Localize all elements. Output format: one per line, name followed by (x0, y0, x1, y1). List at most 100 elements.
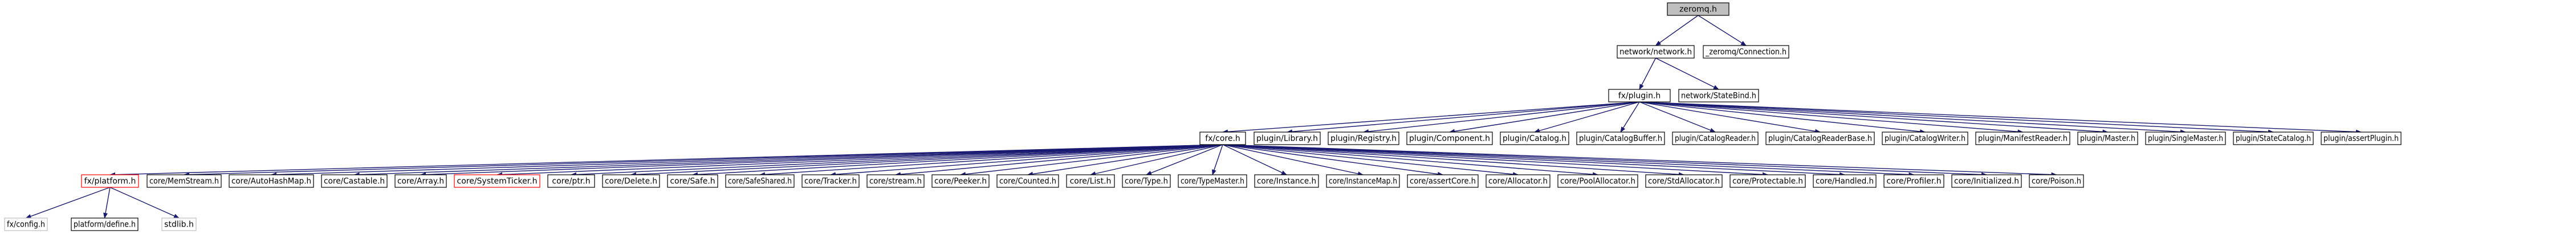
edge-plugin-to-pregistry (1363, 101, 1640, 134)
node-box (801, 174, 860, 188)
edge-core-to-protectable (1222, 144, 1768, 177)
node-stdlib[interactable]: stdlib.h (161, 217, 197, 231)
edge-core-to-autohash (271, 144, 1223, 177)
node-box (1254, 132, 1321, 145)
node-label: plugin/StateCatalog.h (2236, 134, 2311, 143)
node-box (1199, 132, 1246, 145)
node-peeker[interactable]: core/Peeker.h (931, 174, 990, 188)
node-label: plugin/SingleMaster.h (2148, 134, 2223, 143)
node-connection[interactable]: _zeromq/Connection.h (1703, 45, 1789, 59)
node-box (1407, 174, 1479, 188)
node-box (866, 174, 925, 188)
node-stream[interactable]: core/stream.h (866, 174, 925, 188)
edge-core-to-instancemap (1222, 144, 1364, 176)
node-pcatwriter[interactable]: plugin/CatalogWriter.h (1882, 132, 1968, 145)
edge-plugin-to-pstatecatalog (1639, 101, 2274, 134)
node-autohash[interactable]: core/AutoHashMap.h (229, 174, 314, 188)
node-label: plugin/ManifestReader.h (1978, 134, 2068, 143)
node-protectable[interactable]: core/Protectable.h (1729, 174, 1806, 188)
node-pmanifest[interactable]: plugin/ManifestReader.h (1975, 132, 2070, 145)
node-pcatalog[interactable]: plugin/Catalog.h (1500, 132, 1569, 145)
node-typemaster[interactable]: core/TypeMaster.h (1178, 174, 1247, 188)
node-delete[interactable]: core/Delete.h (602, 174, 660, 188)
node-box (1678, 89, 1759, 102)
node-psinglemaster[interactable]: plugin/SingleMaster.h (2145, 132, 2226, 145)
node-box (1576, 132, 1665, 145)
node-pcatreaderbase[interactable]: plugin/CatalogReaderBase.h (1765, 132, 1875, 145)
node-type[interactable]: core/Type.h (1122, 174, 1171, 188)
node-label: plugin/CatalogBuffer.h (1579, 134, 1662, 143)
node-statebind[interactable]: network/StateBind.h (1678, 89, 1759, 102)
edge-core-to-stdalloc (1222, 144, 1684, 177)
node-systicker[interactable]: core/SystemTicker.h (454, 174, 540, 188)
edge-core-to-list (1090, 144, 1223, 176)
edge-core-to-profiler (1222, 144, 1915, 177)
node-pmaster[interactable]: plugin/Master.h (2077, 132, 2138, 145)
node-label: core/Instance.h (1257, 177, 1316, 186)
node-stdalloc[interactable]: core/StdAllocator.h (1645, 174, 1723, 188)
node-array[interactable]: core/Array.h (394, 174, 447, 188)
node-handled[interactable]: core/Handled.h (1813, 174, 1877, 188)
node-list[interactable]: core/List.h (1066, 174, 1115, 188)
node-label: core/assertCore.h (1410, 177, 1476, 186)
node-label: plugin/CatalogReaderBase.h (1768, 134, 1872, 143)
node-safe[interactable]: core/Safe.h (667, 174, 718, 188)
node-core[interactable]: fx/core.h (1199, 132, 1246, 145)
node-allocator[interactable]: core/Allocator.h (1486, 174, 1551, 188)
node-plugin[interactable]: fx/plugin.h (1608, 89, 1671, 102)
node-poolalloc[interactable]: core/PoolAllocator.h (1557, 174, 1638, 188)
node-pregistry[interactable]: plugin/Registry.h (1328, 132, 1399, 145)
node-platdefine[interactable]: platform/define.h (71, 217, 139, 231)
node-castable[interactable]: core/Castable.h (321, 174, 388, 188)
edge-core-to-handled (1222, 144, 1845, 177)
edge-zeromq-to-network (1655, 15, 1699, 46)
node-platform[interactable]: fx/platform.h (81, 174, 139, 188)
edge-network-to-statebind (1655, 58, 1719, 90)
node-label: _zeromq/Connection.h (1705, 48, 1786, 57)
node-instance[interactable]: core/Instance.h (1254, 174, 1319, 188)
node-pcatreader[interactable]: plugin/CatalogReader.h (1672, 132, 1759, 145)
node-fxconfig[interactable]: fx/config.h (4, 217, 48, 231)
node-box (931, 174, 990, 188)
node-label: core/StdAllocator.h (1648, 177, 1720, 186)
node-counted[interactable]: core/Counted.h (996, 174, 1059, 188)
node-profiler[interactable]: core/Profiler.h (1883, 174, 1944, 188)
edge-platform-to-platdefine (103, 187, 111, 219)
node-poison[interactable]: core/Poison.h (2029, 174, 2084, 188)
edge-plugin-to-psinglemaster (1639, 101, 2186, 134)
node-label: core/Castable.h (324, 177, 385, 186)
node-pcatbuf[interactable]: plugin/CatalogBuffer.h (1576, 132, 1665, 145)
edge-core-to-allocator (1222, 144, 1519, 177)
node-plibrary[interactable]: plugin/Library.h (1254, 132, 1321, 145)
node-pstatecatalog[interactable]: plugin/StateCatalog.h (2233, 132, 2314, 145)
edge-network-to-plugin (1639, 58, 1657, 90)
edge-plugin-to-pcatreaderbase (1639, 101, 1821, 134)
node-label: core/InstanceMap.h (1329, 177, 1397, 186)
node-ptr[interactable]: core/ptr.h (547, 174, 595, 188)
edge-core-to-initialized (1222, 144, 1987, 177)
node-pcomponent[interactable]: plugin/Component.h (1406, 132, 1493, 145)
edge-plugin-to-pmanifest (1639, 101, 2024, 134)
node-zeromq[interactable]: zeromq.h (1667, 2, 1729, 16)
edge-plugin-to-pcomponent (1449, 101, 1640, 134)
edge-platform-to-fxconfig (25, 187, 111, 219)
node-safeshared[interactable]: core/SafeShared.h (725, 174, 795, 188)
node-box (71, 217, 139, 231)
node-label: core/stream.h (869, 177, 922, 186)
node-initialized[interactable]: core/Initialized.h (1951, 174, 2022, 188)
node-memstream[interactable]: core/MemStream.h (146, 174, 222, 188)
edge-core-to-poison (1222, 144, 2057, 177)
edge-core-to-ptr (571, 144, 1223, 177)
node-network[interactable]: network/network.h (1617, 45, 1695, 59)
node-passert[interactable]: plugin/assertPlugin.h (2321, 132, 2402, 145)
node-box (1882, 132, 1968, 145)
edge-core-to-tracker (830, 144, 1223, 177)
node-label: core/List.h (1070, 177, 1112, 186)
node-label: core/Tracker.h (804, 177, 857, 186)
node-box (1406, 132, 1493, 145)
node-instancemap[interactable]: core/InstanceMap.h (1326, 174, 1400, 188)
node-assertcore[interactable]: core/assertCore.h (1407, 174, 1479, 188)
node-tracker[interactable]: core/Tracker.h (801, 174, 860, 188)
node-box (2233, 132, 2314, 145)
edge-core-to-systicker (497, 144, 1223, 177)
